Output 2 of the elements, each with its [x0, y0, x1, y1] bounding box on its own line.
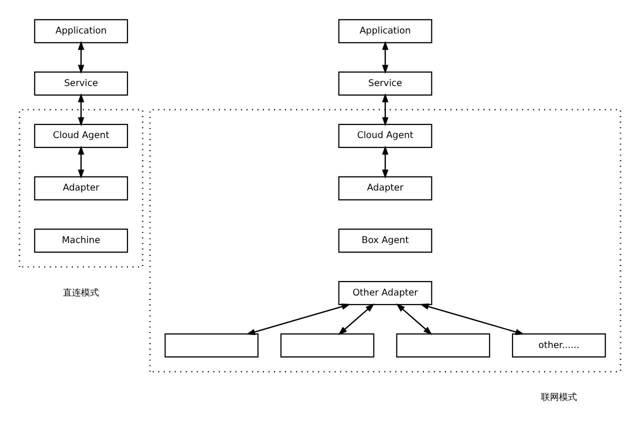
label: 直连模式 — [63, 287, 100, 298]
label: 联网模式 — [540, 392, 577, 404]
